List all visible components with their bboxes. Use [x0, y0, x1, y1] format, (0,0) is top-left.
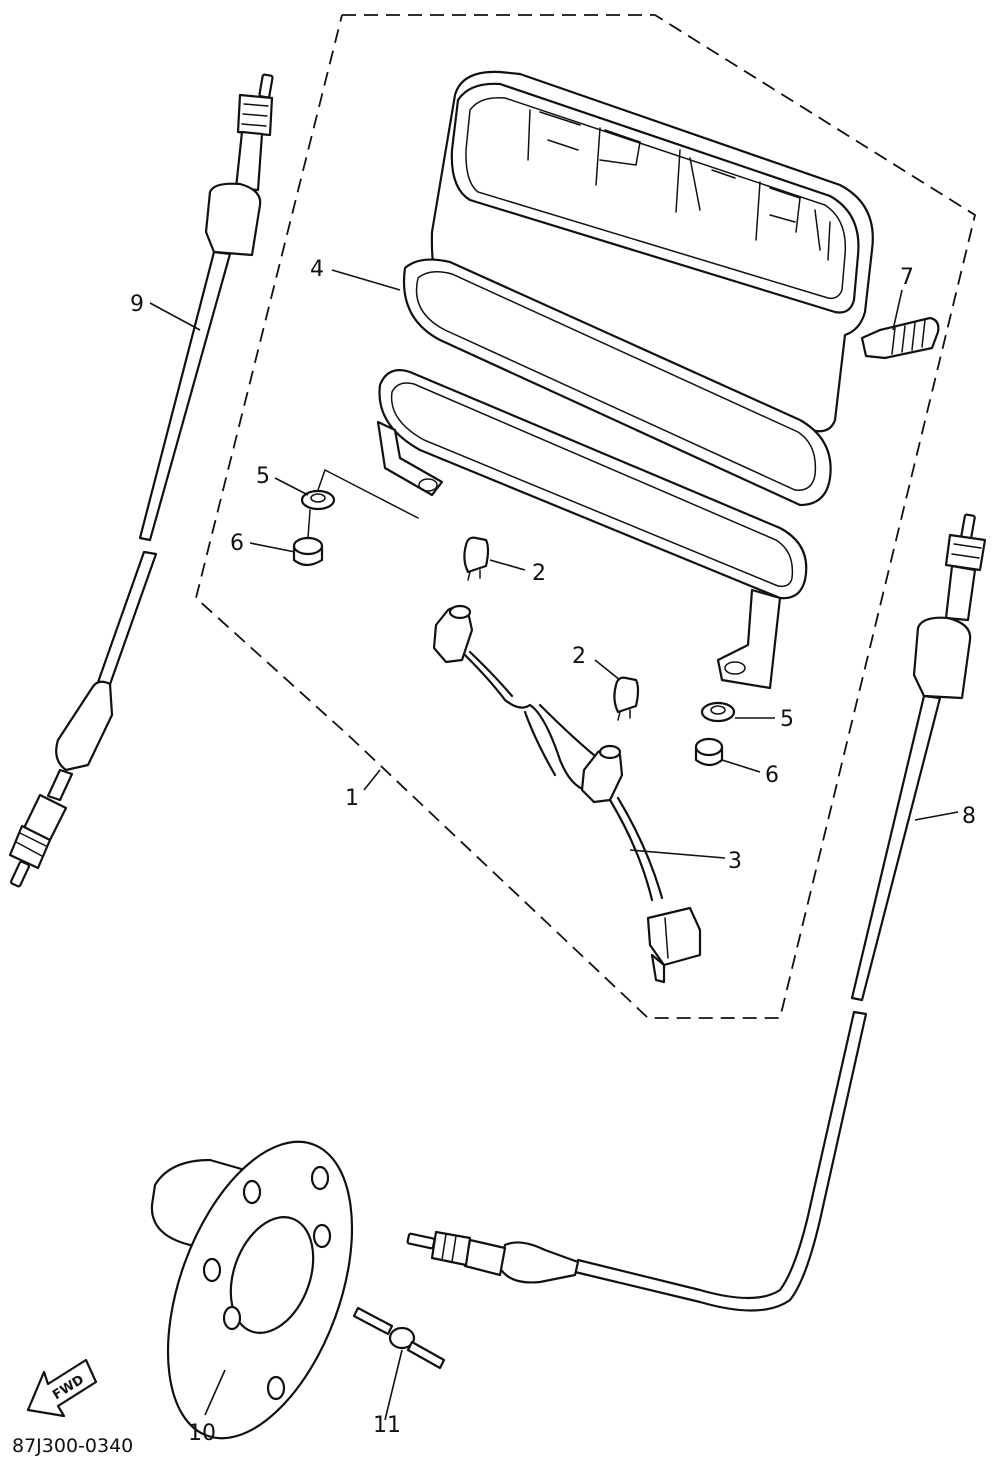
- callout-6-left: 6: [230, 531, 244, 556]
- callout-5-right: 5: [780, 707, 794, 732]
- trip-reset-knob: [860, 316, 940, 360]
- bulb-lower: [613, 676, 640, 721]
- speedometer-gear-unit: [150, 1140, 354, 1440]
- callout-labels: 1 2 2 3 4 5 5 6 6 7 8 9 10 11: [130, 257, 976, 1446]
- grommet-right: [700, 701, 736, 723]
- meter-bracket: [376, 369, 808, 690]
- callout-4: 4: [310, 257, 324, 282]
- callout-11: 11: [373, 1413, 401, 1438]
- grommet-left: [300, 489, 336, 511]
- damper-left: [292, 536, 324, 567]
- callout-7: 7: [900, 265, 914, 290]
- callout-2-lower: 2: [572, 644, 586, 669]
- forward-direction-arrow: FWD: [26, 1358, 98, 1418]
- callout-3: 3: [728, 849, 742, 874]
- callout-6-right: 6: [765, 763, 779, 788]
- callout-9: 9: [130, 292, 144, 317]
- leader-lines: [149, 269, 959, 1421]
- drive-shaft: [352, 1306, 446, 1370]
- damper-right: [694, 737, 724, 767]
- drawing-code: 87J300-0340: [12, 1435, 133, 1457]
- callout-2-upper: 2: [532, 561, 546, 586]
- callout-5-left: 5: [256, 464, 270, 489]
- callout-1: 1: [345, 786, 359, 811]
- speedometer-cable: [8, 73, 274, 888]
- tachometer-cable: [406, 513, 987, 1312]
- callout-8: 8: [962, 804, 976, 829]
- callout-10: 10: [188, 1421, 216, 1446]
- bulb-upper: [463, 536, 490, 581]
- assembly-boundary: [194, 14, 977, 1019]
- damper-ring: [402, 258, 832, 507]
- wire-harness: [432, 604, 702, 984]
